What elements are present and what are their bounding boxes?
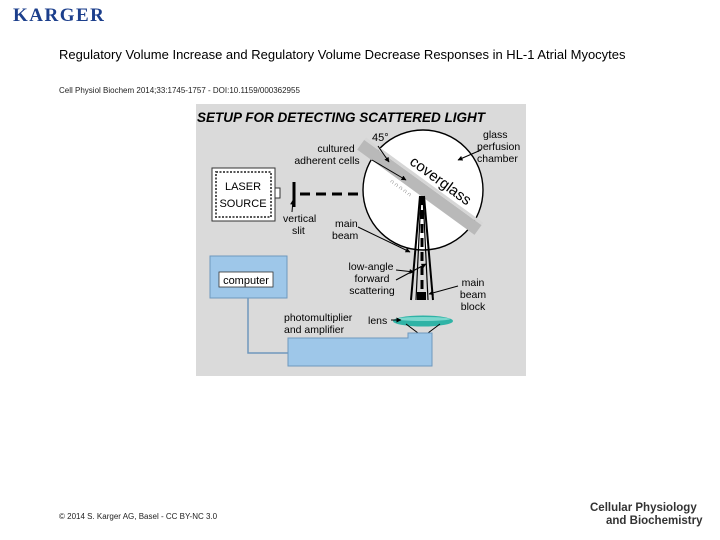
journal-logo: Cellular Physiology and Biochemistry: [590, 502, 703, 528]
scatter-label-1: low-angle: [349, 261, 394, 273]
scattered-rays: [410, 195, 434, 301]
beam-label-1: main: [335, 218, 358, 230]
scatter-label-2: forward: [354, 273, 389, 285]
laser-label: LASER: [225, 181, 261, 193]
signal-cable: [247, 298, 288, 354]
laser-source: LASER SOURCE: [211, 167, 281, 222]
pmt-label-2: and amplifier: [284, 324, 345, 336]
diagram-heading: SETUP FOR DETECTING SCATTERED LIGHT: [197, 110, 487, 125]
scattered-light-setup-diagram: SETUP FOR DETECTING SCATTERED LIGHT LASE…: [196, 104, 526, 376]
journal-line-2: and Biochemistry: [606, 515, 703, 527]
scatter-label-3: scattering: [349, 285, 395, 297]
lens-label: lens: [368, 315, 387, 327]
cells-label-1: cultured: [317, 143, 355, 155]
chamber-label-1: glass: [483, 129, 508, 141]
slide-title: Regulatory Volume Increase and Regulator…: [59, 47, 626, 62]
chamber-label-3: chamber: [477, 153, 518, 165]
block-label-3: block: [461, 301, 486, 313]
slit-label-2: slit: [292, 225, 305, 237]
photomultiplier-box: [287, 332, 433, 367]
pointer-arrows: [290, 145, 482, 323]
main-beam-block: [417, 292, 426, 300]
pmt-label-1: photomultiplier: [284, 312, 353, 324]
chamber-label-2: perfusion: [477, 141, 520, 153]
computer-label: computer: [223, 275, 269, 287]
block-label-2: beam: [460, 289, 487, 301]
journal-line-1: Cellular Physiology: [590, 502, 697, 514]
beam-label-2: beam: [332, 230, 359, 242]
karger-logo: KARGER: [13, 5, 106, 26]
cells-label-2: adherent cells: [294, 155, 359, 167]
slit-label-1: vertical: [283, 213, 316, 225]
citation: Cell Physiol Biochem 2014;33:1745-1757 -…: [59, 86, 300, 95]
source-label: SOURCE: [219, 198, 266, 210]
block-label-1: main: [462, 277, 485, 289]
angle-label: 45°: [372, 132, 389, 144]
copyright-notice: © 2014 S. Karger AG, Basel - CC BY-NC 3.…: [59, 512, 218, 521]
